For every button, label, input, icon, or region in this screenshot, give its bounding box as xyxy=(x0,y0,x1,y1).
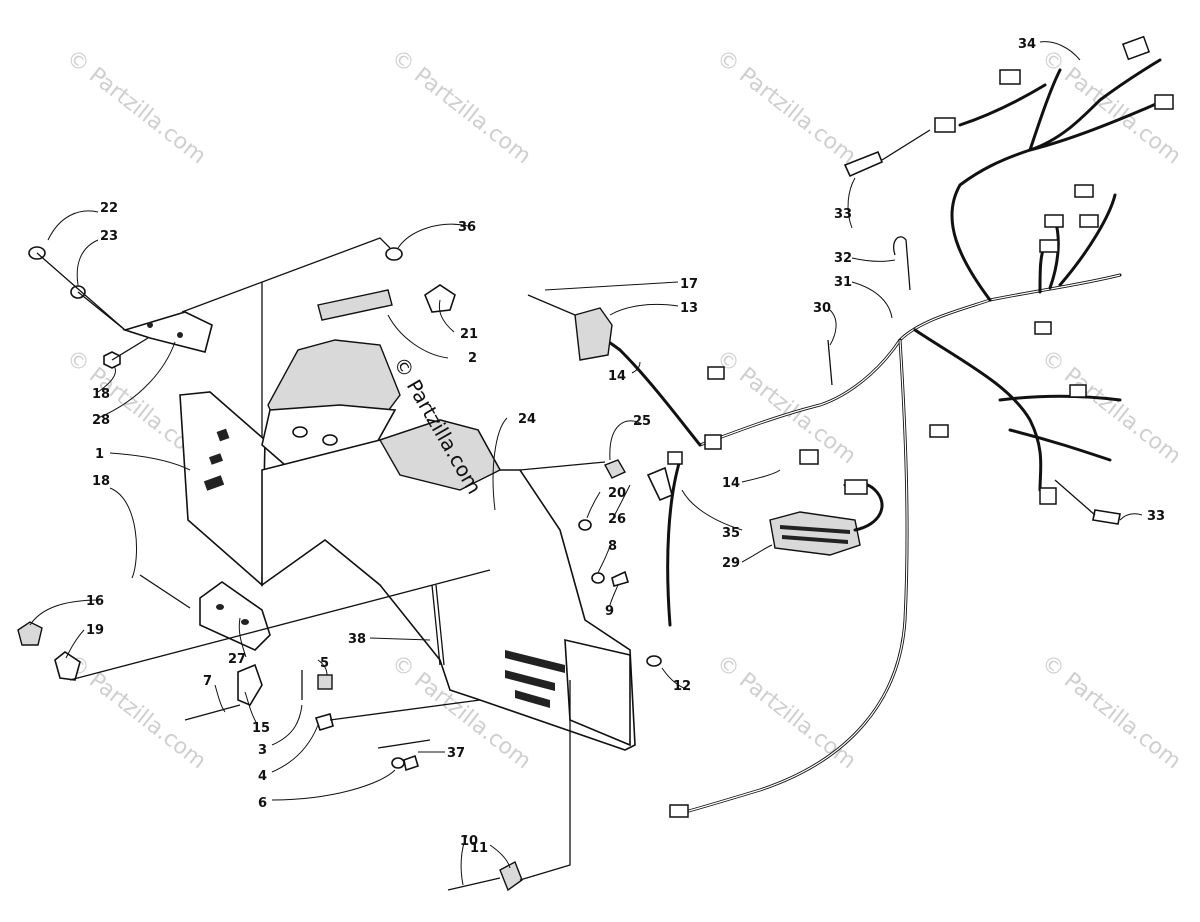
watermark: © Partzilla.com xyxy=(61,650,210,774)
leader-lines xyxy=(29,41,1143,886)
callout-30: 30 xyxy=(813,301,831,316)
callout-33b: 33 xyxy=(1147,509,1165,524)
watermark: © Partzilla.com xyxy=(61,45,210,169)
callout-32: 32 xyxy=(834,251,852,266)
watermark: © Partzilla.com xyxy=(711,650,860,774)
callout-16: 16 xyxy=(86,594,104,609)
callout-17: 17 xyxy=(680,277,698,292)
callout-8: 8 xyxy=(608,539,617,554)
callout-11: 11 xyxy=(470,841,488,856)
callout-1: 1 xyxy=(95,447,104,462)
callout-19: 19 xyxy=(86,623,104,638)
callout-6: 6 xyxy=(258,796,267,811)
callout-20: 20 xyxy=(608,486,626,501)
watermark: © Partzilla.com xyxy=(711,345,860,469)
callout-2: 2 xyxy=(468,351,477,366)
watermark: © Partzilla.com xyxy=(711,45,860,169)
callout-labels: 1 2 3 4 5 6 7 8 9 10 11 12 13 14 14 15 1… xyxy=(86,37,1165,856)
callout-31: 31 xyxy=(834,275,852,290)
callout-25: 25 xyxy=(633,414,651,429)
callout-15: 15 xyxy=(252,721,270,736)
callout-37: 37 xyxy=(447,746,465,761)
callout-36: 36 xyxy=(458,220,476,235)
callout-14b: 14 xyxy=(722,476,740,491)
callout-9: 9 xyxy=(605,604,614,619)
callout-12: 12 xyxy=(673,679,691,694)
callout-18a: 18 xyxy=(92,387,110,402)
console-assembly xyxy=(17,237,673,892)
callout-34: 34 xyxy=(1018,37,1036,52)
callout-13: 13 xyxy=(680,301,698,316)
callout-22: 22 xyxy=(100,201,118,216)
callout-27: 27 xyxy=(228,652,246,667)
callout-38: 38 xyxy=(348,632,366,647)
callout-23: 23 xyxy=(100,229,118,244)
callout-7: 7 xyxy=(203,674,212,689)
callout-24: 24 xyxy=(518,412,536,427)
callout-35: 35 xyxy=(722,526,740,541)
callout-29: 29 xyxy=(722,556,740,571)
callout-5: 5 xyxy=(320,656,329,671)
callout-33a: 33 xyxy=(834,207,852,222)
callout-10: 10 xyxy=(460,834,478,849)
watermark: © Partzilla.com xyxy=(386,45,535,169)
callout-21: 21 xyxy=(460,327,478,342)
wiring-harness xyxy=(527,35,1174,818)
callout-4: 4 xyxy=(258,769,267,784)
callout-26: 26 xyxy=(608,512,626,527)
callout-3: 3 xyxy=(258,743,267,758)
callout-28: 28 xyxy=(92,413,110,428)
watermark: © Partzilla.com xyxy=(1036,345,1185,469)
watermark: © Partzilla.com xyxy=(1036,650,1185,774)
callout-14a: 14 xyxy=(608,369,626,384)
callout-18b: 18 xyxy=(92,474,110,489)
